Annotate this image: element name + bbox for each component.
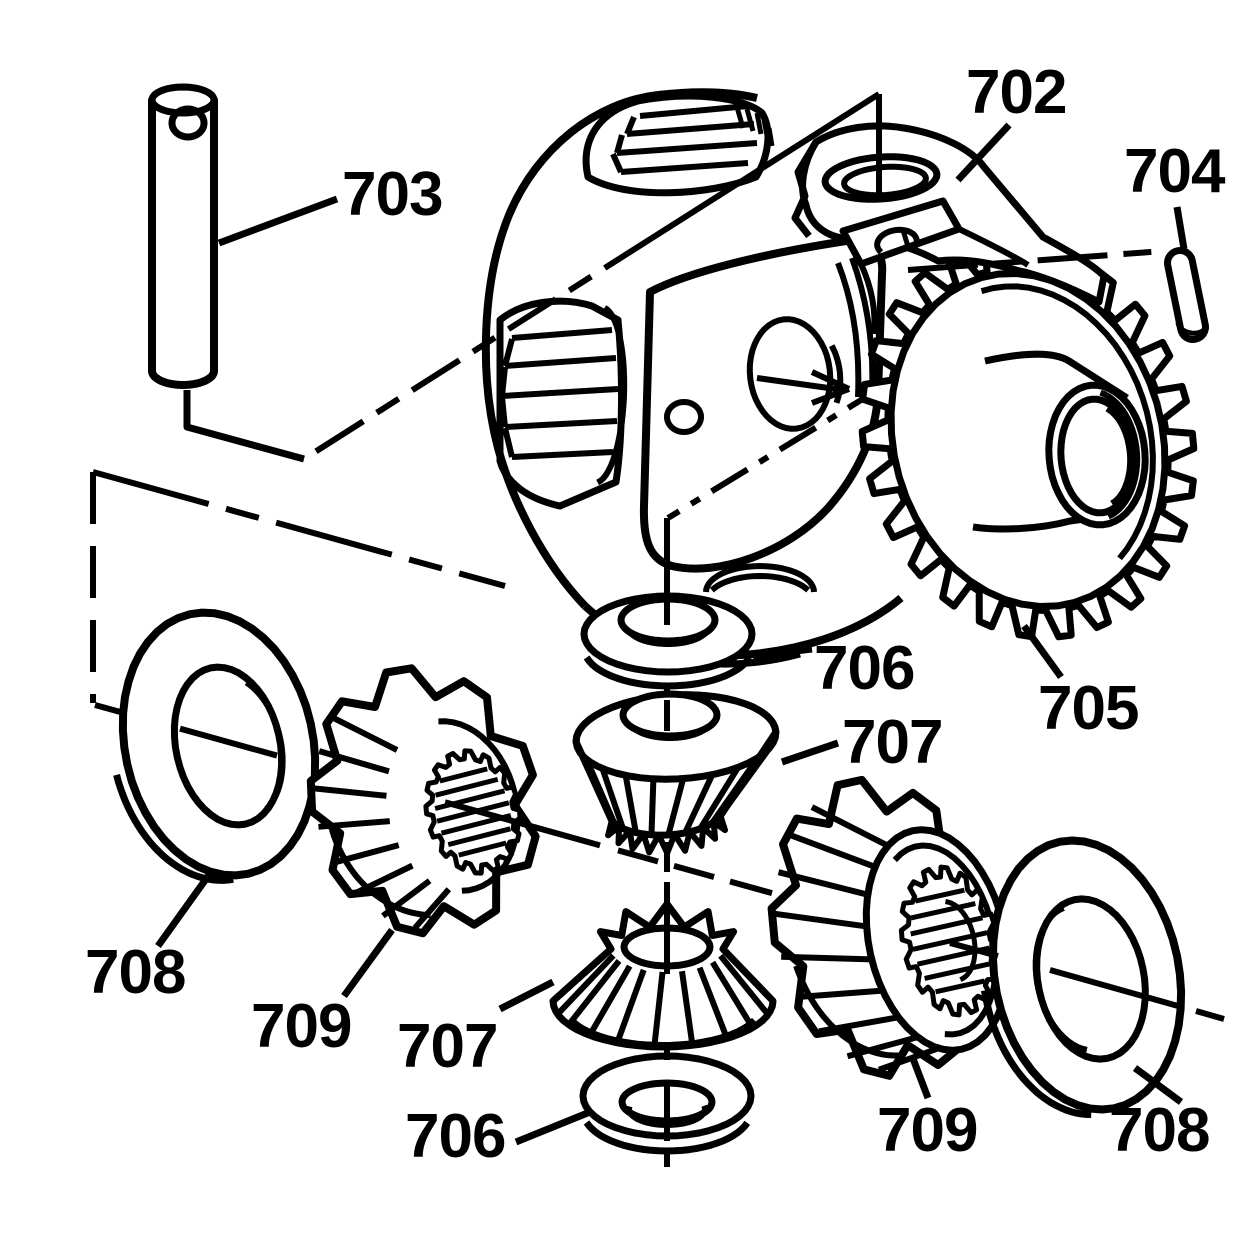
side-gear-709-left (306, 664, 540, 938)
callout-705: 705 (1038, 674, 1139, 743)
callout-708-left: 708 (85, 938, 186, 1007)
lock-pin-704 (907, 247, 1209, 343)
callout-702: 702 (966, 58, 1067, 127)
callout-708-right: 708 (1109, 1096, 1210, 1165)
callout-707-upper: 707 (842, 708, 943, 777)
thrust-washer-708-right (980, 836, 1186, 1118)
side-gear-709-right (767, 775, 1012, 1080)
construction-lines (90, 235, 886, 897)
thrust-washer-708-left (113, 608, 320, 884)
callout-703: 703 (342, 160, 443, 229)
thrust-washer-706-upper (580, 592, 756, 690)
axis-overdraw (179, 518, 1225, 1167)
case-702 (481, 88, 904, 668)
pinion-gear-707-lower (549, 900, 777, 1051)
callout-707-lower: 707 (397, 1012, 498, 1081)
callout-709-left: 709 (251, 992, 352, 1061)
case-hub (964, 350, 1149, 533)
callout-709-right: 709 (877, 1096, 978, 1165)
pinion-gear-707-upper (572, 690, 780, 856)
callout-706-lower: 706 (405, 1102, 506, 1171)
callout-704: 704 (1124, 137, 1225, 206)
shaft-axis-flag (650, 91, 882, 241)
shaft-pin-703 (148, 83, 218, 389)
leader-lines (155, 122, 1188, 1146)
callout-706-upper: 706 (814, 634, 915, 703)
